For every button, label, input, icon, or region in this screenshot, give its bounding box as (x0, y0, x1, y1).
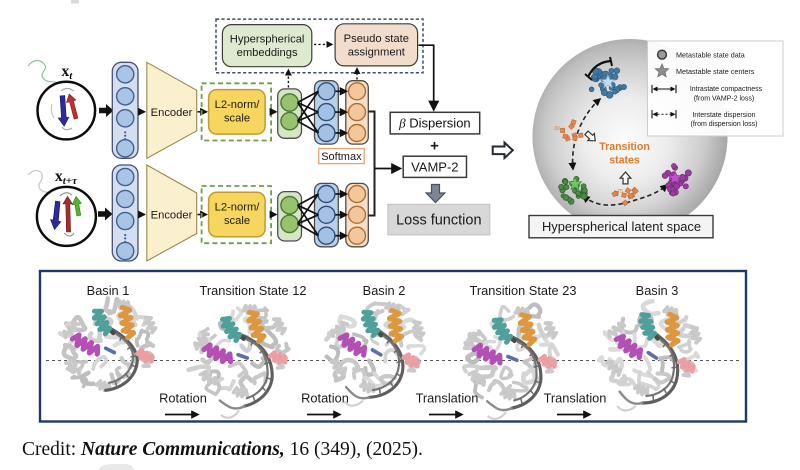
svg-text:xt: xt (62, 63, 74, 82)
svg-text:scale: scale (224, 215, 250, 227)
svg-text:Basin 1: Basin 1 (87, 283, 130, 298)
svg-text:Encoder: Encoder (151, 210, 193, 222)
svg-text:VAMP-2: VAMP-2 (411, 160, 458, 175)
svg-text:β Dispersion: β Dispersion (398, 116, 471, 131)
svg-text:Pseudo state: Pseudo state (344, 33, 409, 45)
svg-text:+: + (430, 138, 439, 155)
svg-text:Softmax: Softmax (321, 151, 362, 163)
svg-text:(from VAMP-2 loss): (from VAMP-2 loss) (694, 96, 755, 103)
svg-text:Transition State 12: Transition State 12 (200, 283, 307, 298)
svg-text:Transition State 23: Transition State 23 (470, 283, 577, 298)
svg-text:Translation: Translation (416, 391, 479, 406)
svg-text:75: 75 (617, 189, 623, 195)
svg-text:Translation: Translation (544, 391, 607, 406)
svg-text:Interstate dispersion: Interstate dispersion (692, 112, 755, 119)
svg-text:Transition: Transition (599, 141, 650, 153)
svg-text:(from dispersion loss): (from dispersion loss) (691, 121, 758, 128)
svg-text:Metastable state centers: Metastable state centers (676, 67, 755, 76)
svg-text:30: 30 (554, 126, 560, 132)
svg-text:assignment: assignment (348, 46, 406, 58)
svg-text:Loss function: Loss function (396, 213, 481, 229)
svg-text:states: states (609, 155, 640, 167)
svg-text:Metastable state data: Metastable state data (676, 50, 745, 59)
svg-text:L2-norm/: L2-norm/ (215, 202, 261, 214)
svg-text:Basin 3: Basin 3 (636, 283, 679, 298)
svg-text:L2-norm/: L2-norm/ (215, 99, 261, 111)
svg-text:Rotation: Rotation (159, 391, 207, 406)
svg-text:Encoder: Encoder (151, 107, 193, 119)
svg-text:Hyperspherical: Hyperspherical (230, 34, 305, 46)
svg-text:Rotation: Rotation (301, 391, 349, 406)
svg-text:embeddings: embeddings (237, 47, 298, 59)
svg-text:Hyperspherical latent space: Hyperspherical latent space (542, 219, 701, 234)
svg-text:Credit: Nature Communications,: Credit: Nature Communications, 16 (349),… (22, 439, 423, 460)
svg-text:Intrastate compactness: Intrastate compactness (690, 86, 763, 93)
svg-text:Basin 2: Basin 2 (363, 283, 406, 298)
svg-text:scale: scale (224, 113, 250, 125)
